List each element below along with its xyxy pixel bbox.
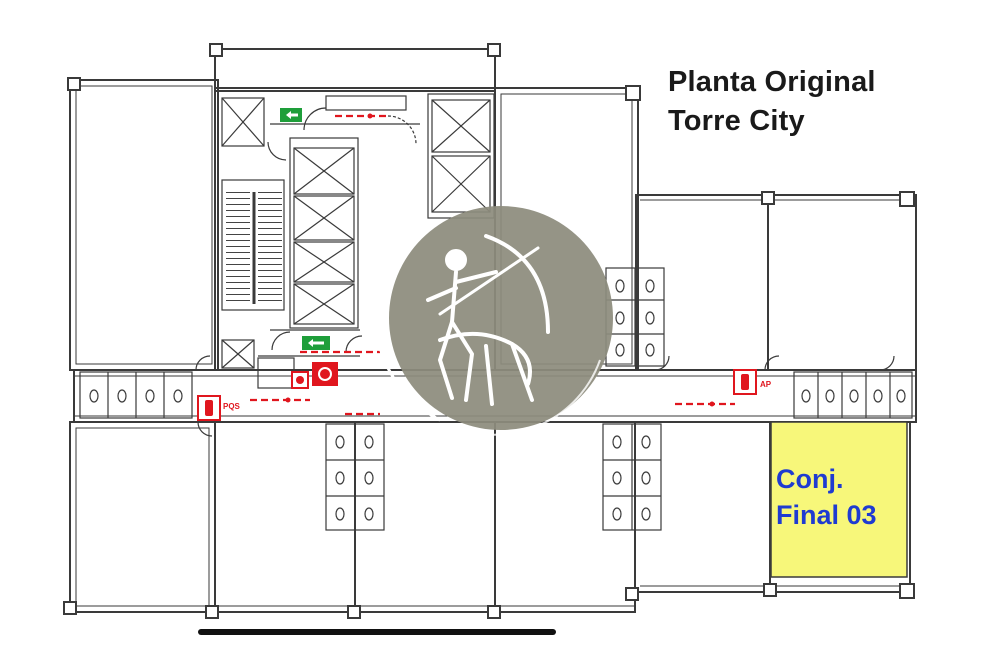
plan-subtitle: Torre City: [668, 105, 805, 137]
fire-extinguisher-icon: [291, 371, 309, 389]
fire-extinguisher-icon: [733, 369, 757, 395]
route-dots: [285, 113, 715, 407]
highlighted-unit: [770, 421, 908, 578]
scroll-indicator[interactable]: [198, 629, 556, 635]
unit-label: Conj.: [776, 464, 844, 494]
archer-logo-icon: [373, 206, 613, 436]
escape-routes: [250, 114, 735, 416]
unit-number: Final 03: [776, 500, 877, 530]
exit-sign-icon: [280, 108, 302, 122]
pqs-label: PQS: [223, 402, 240, 411]
exit-sign-icon: [302, 336, 330, 350]
building-core: [195, 93, 895, 437]
ap-label: AP: [760, 380, 772, 389]
columns: [63, 43, 915, 619]
plan-title: Planta Original: [668, 66, 876, 98]
fire-extinguisher-icon: [197, 395, 221, 421]
fire-extinguisher-icon: [312, 362, 338, 386]
restrooms: [79, 267, 913, 531]
